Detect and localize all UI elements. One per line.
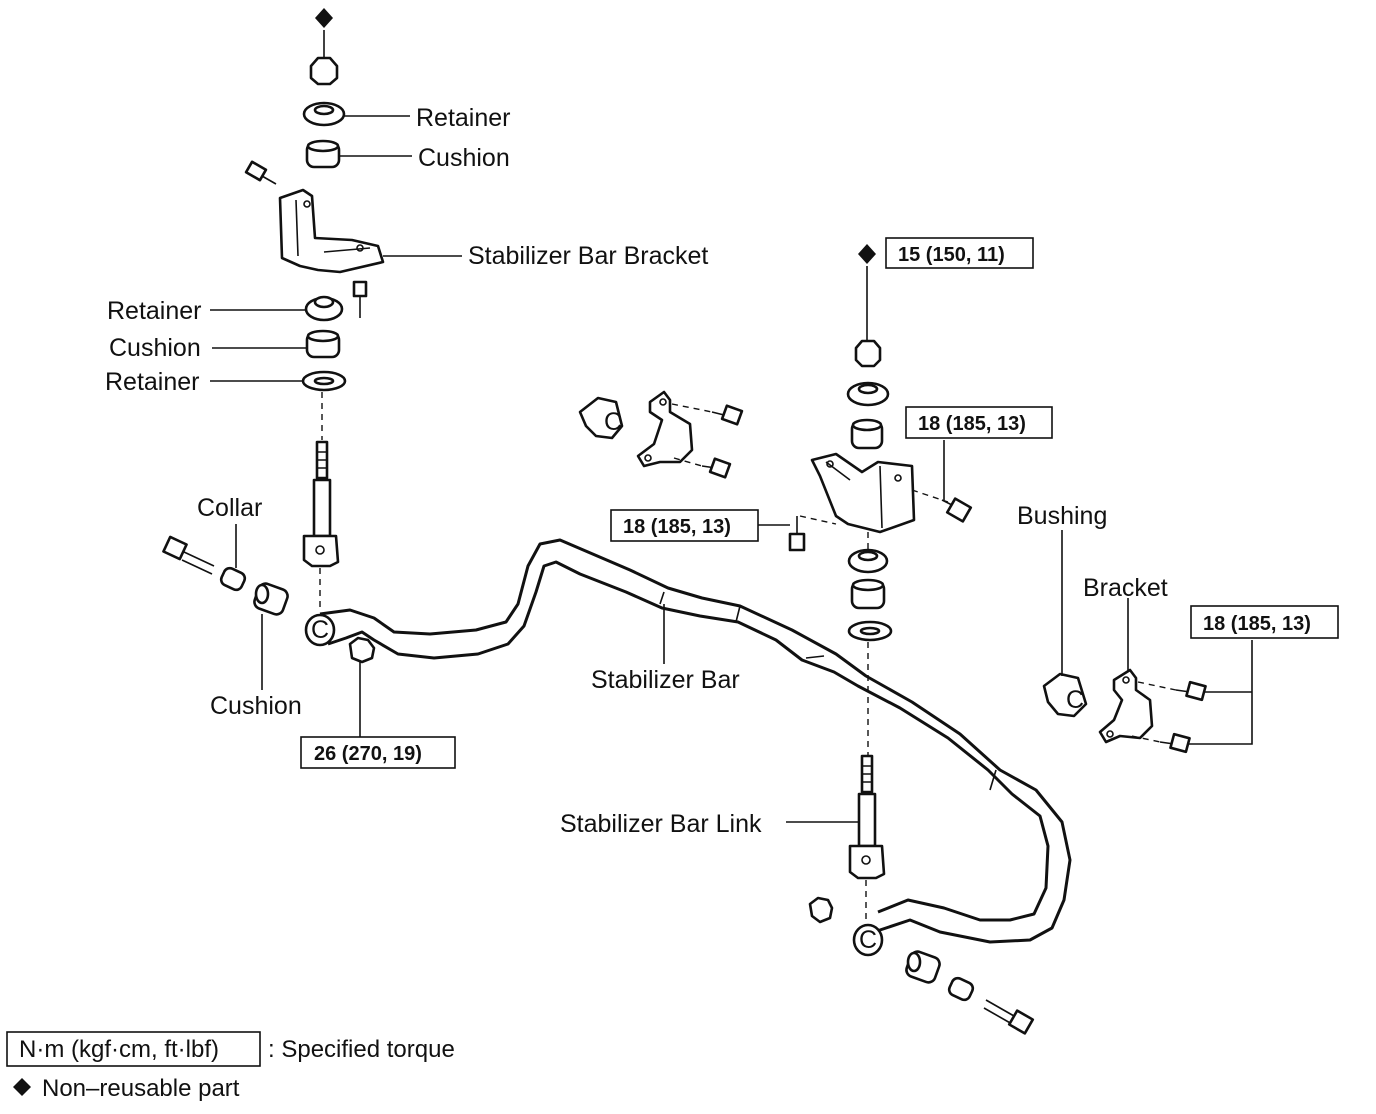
label-retainer-mid: Retainer xyxy=(107,297,202,325)
right-end-hardware xyxy=(808,896,1035,1035)
right-cushion-part xyxy=(905,950,941,984)
torque-box-right-bracket: 18 (185, 13) xyxy=(1190,605,1339,639)
right-bushing-bracket-group: C xyxy=(1042,530,1253,754)
torque-value-top-right: 15 (150, 11) xyxy=(898,244,1005,266)
non-reusable-diamond-icon-right xyxy=(858,244,876,264)
label-bracket: Bracket xyxy=(1083,574,1168,602)
upper-bushing-part xyxy=(578,396,624,440)
right-stabilizer-bar-link xyxy=(848,754,886,880)
upper-bracket-part xyxy=(636,390,694,468)
label-retainer-low: Retainer xyxy=(105,368,200,396)
right-bracket-bolt-2 xyxy=(1159,732,1191,754)
torque-box-left-nut: 26 (270, 19) xyxy=(300,736,456,769)
collar-part xyxy=(219,566,247,592)
svg-text:C: C xyxy=(604,408,622,436)
upper-bracket-bolt-2 xyxy=(701,457,732,479)
torque-value-mid: 18 (185, 13) xyxy=(623,516,731,538)
svg-text:C: C xyxy=(311,616,329,644)
legend-non-reusable: Non–reusable part xyxy=(42,1075,240,1102)
legend: N·m (kgf·cm, ft·lbf) : Specified torque … xyxy=(6,1031,455,1102)
label-cushion-left: Cushion xyxy=(210,692,302,720)
label-bushing: Bushing xyxy=(1017,502,1107,530)
bracket-lower-bolt xyxy=(352,280,368,318)
bracket-bolt-small xyxy=(244,160,277,185)
left-top-nut xyxy=(309,56,339,86)
left-link-stack xyxy=(210,8,462,610)
torque-value-left-nut: 26 (270, 19) xyxy=(314,743,422,765)
label-retainer-top: Retainer xyxy=(416,104,511,132)
label-cushion-top: Cushion xyxy=(418,144,510,172)
center-bracket-bolt xyxy=(788,515,837,552)
legend-diamond-icon xyxy=(13,1078,31,1096)
right-end-bolt xyxy=(983,999,1035,1035)
right-link-nut xyxy=(808,896,834,924)
stabilizer-bar-part: C C xyxy=(304,538,1072,957)
left-stabilizer-bar-link xyxy=(302,440,340,568)
svg-text:C: C xyxy=(859,926,877,954)
bushing-part xyxy=(1042,672,1088,718)
svg-text:C: C xyxy=(1066,686,1084,714)
label-collar: Collar xyxy=(197,494,262,522)
right-top-nut xyxy=(854,339,882,368)
torque-box-mid: 18 (185, 13) xyxy=(610,509,759,542)
label-cushion-mid: Cushion xyxy=(109,334,201,362)
left-end-hardware xyxy=(162,524,289,690)
upper-bracket-bolt-1 xyxy=(711,404,744,426)
right-bracket-bolt xyxy=(911,489,973,523)
torque-value-right-bracket: 18 (185, 13) xyxy=(1203,613,1311,635)
non-reusable-diamond-icon xyxy=(315,8,333,28)
legend-unit-text: N·m (kgf·cm, ft·lbf) xyxy=(19,1036,219,1063)
torque-value-bracket-bolt: 18 (185, 13) xyxy=(918,413,1026,435)
left-end-bolt xyxy=(162,535,215,575)
torque-box-top-right: 15 (150, 11) xyxy=(885,237,1034,269)
left-link-nut xyxy=(348,636,376,738)
legend-unit-box xyxy=(6,1031,261,1067)
label-stabilizer-bar: Stabilizer Bar xyxy=(591,666,740,694)
right-bracket-bolt-1 xyxy=(1175,680,1207,702)
label-stabilizer-bar-bracket: Stabilizer Bar Bracket xyxy=(468,242,708,270)
right-collar-part xyxy=(947,976,975,1002)
right-link-stack xyxy=(758,244,973,924)
right-stabilizer-bar-bracket xyxy=(810,452,916,534)
legend-unit-description: : Specified torque xyxy=(268,1036,455,1063)
upper-bushing-bracket-group: C xyxy=(578,390,744,479)
left-cushion-part xyxy=(253,582,289,616)
bracket-part xyxy=(1098,668,1154,744)
stabilizer-bar-bracket-part xyxy=(278,188,385,274)
label-stabilizer-bar-link: Stabilizer Bar Link xyxy=(560,810,762,838)
torque-box-bracket-bolt: 18 (185, 13) xyxy=(905,406,1053,439)
